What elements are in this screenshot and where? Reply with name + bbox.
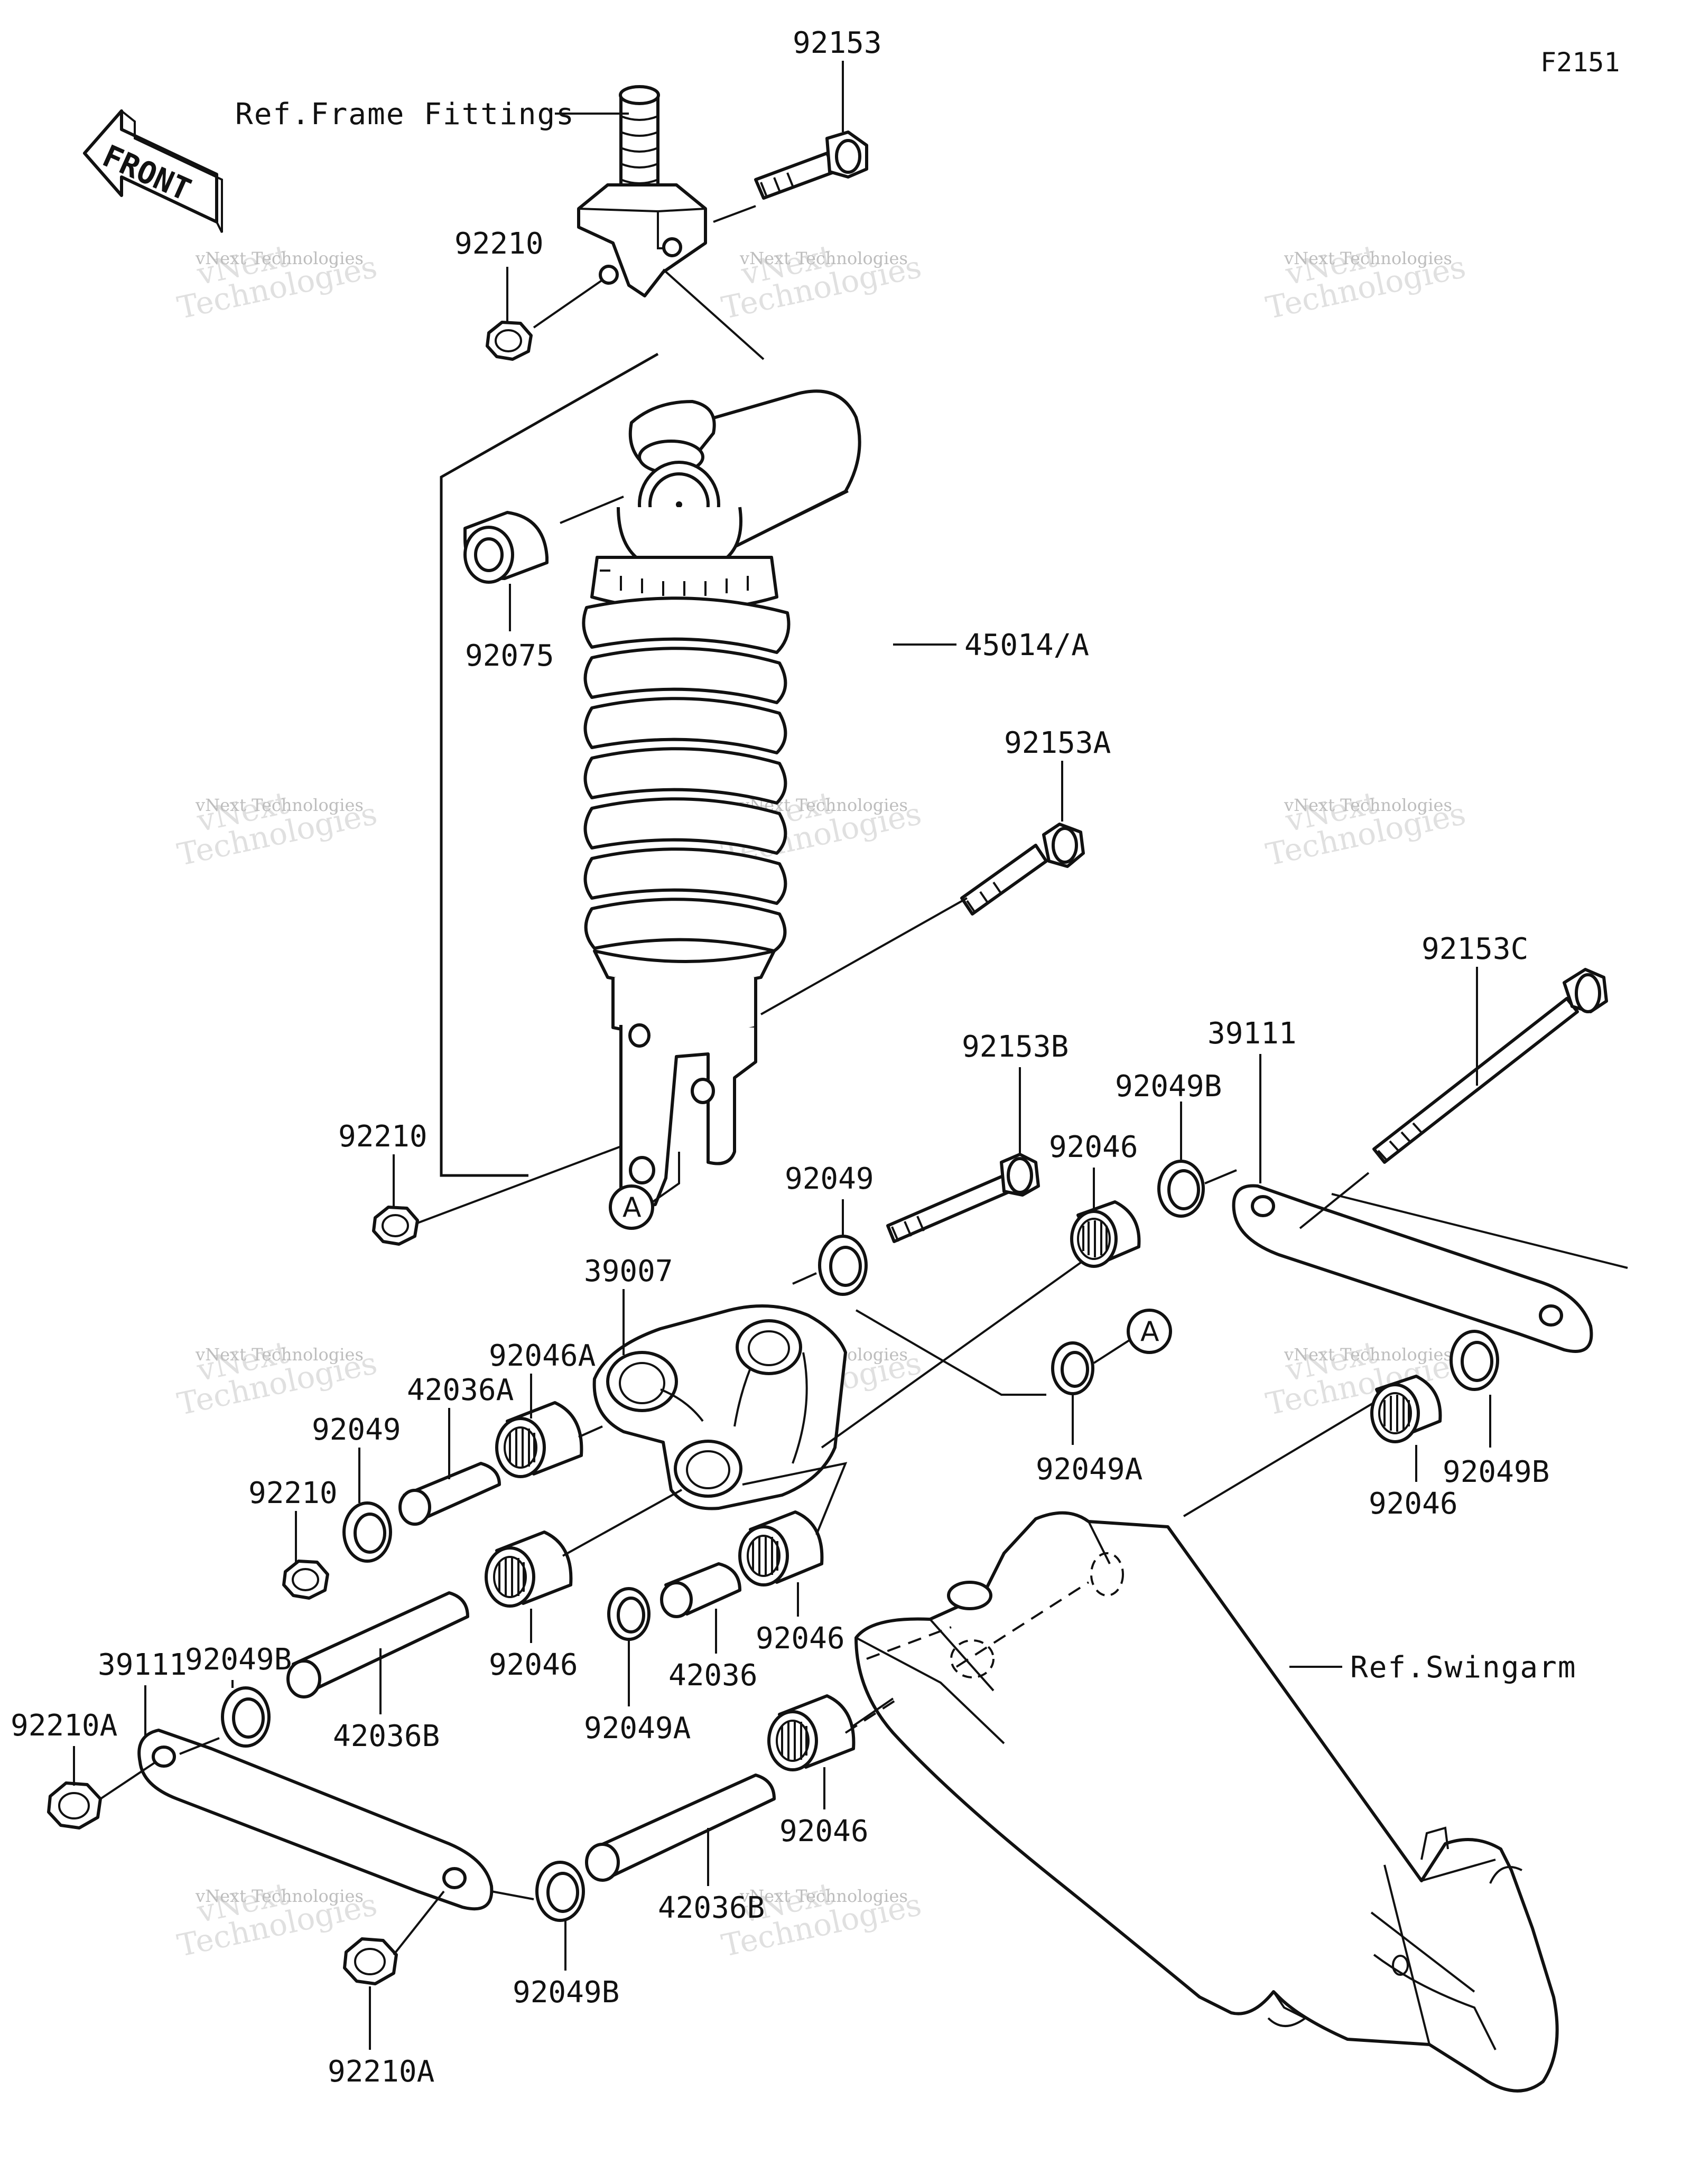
svg-text:vNext Technologies: vNext Technologies <box>195 795 364 815</box>
tie-rod-39111-left <box>137 1729 494 1911</box>
label-92046a: 92046A <box>489 1339 596 1373</box>
frame-fitting-bracket <box>577 85 707 297</box>
watermark-4: vNext Technologies vNext Technologies <box>174 785 380 873</box>
figure-code: F2151 <box>1540 47 1620 78</box>
shock-absorber-45014a <box>582 389 861 1207</box>
label-92046-right: 92046 <box>1369 1487 1458 1521</box>
front-arrow-icon: FRONT <box>83 109 223 233</box>
collar-92075 <box>463 511 549 584</box>
rocker-arm-39007 <box>592 1304 847 1510</box>
svg-text:vNext Technologies: vNext Technologies <box>195 1886 364 1906</box>
bearing-92046-lower <box>738 1510 824 1586</box>
label-92210-mid: 92210 <box>338 1119 428 1154</box>
nut-92210a-bottom <box>343 1937 398 1985</box>
bearing-92046-top <box>1070 1200 1141 1268</box>
nut-92210-top <box>486 321 533 361</box>
label-92210a-bottom: 92210A <box>328 2055 434 2089</box>
label-ref-frame-fittings: Ref.Frame Fittings <box>235 97 575 132</box>
watermark-6: vNext Technologies vNext Technologies <box>1263 785 1469 873</box>
label-92049a-center: 92049A <box>584 1711 691 1746</box>
label-92046-lower: 92046 <box>756 1621 845 1656</box>
bearing-92046a <box>495 1401 583 1478</box>
label-42036b-left: 42036B <box>333 1719 440 1753</box>
collar-42036b-bottom <box>585 1774 776 1882</box>
label-92210-top: 92210 <box>454 227 544 261</box>
watermark-7: vNext Technologies vNext Technologies <box>174 1334 380 1422</box>
bearing-92046-center <box>485 1530 573 1608</box>
label-39111-left: 39111 <box>98 1648 187 1682</box>
collar-42036a <box>398 1462 501 1526</box>
label-92153b: 92153B <box>962 1030 1069 1064</box>
label-92049b-bottom: 92049B <box>513 1975 619 2010</box>
label-92153a: 92153A <box>1004 726 1111 760</box>
seal-92049a-center <box>607 1587 651 1641</box>
pivot-axis-line <box>844 1581 1090 1734</box>
label-42036b-bottom: 42036B <box>658 1891 765 1925</box>
label-92049-mid: 92049 <box>785 1162 874 1196</box>
label-42036a: 42036A <box>407 1373 514 1407</box>
part-labels: Ref.Frame Fittings 92153 92210 92075 450… <box>11 26 1577 2089</box>
nut-92210a-left <box>47 1781 102 1830</box>
shock-bracket-box <box>440 352 659 1177</box>
seal-92049b-bottom <box>535 1861 585 1922</box>
reference-mark-a-upper: A <box>609 1184 654 1230</box>
svg-text:vNext Technologies: vNext Technologies <box>739 248 908 268</box>
label-92049b-right: 92049B <box>1443 1455 1549 1489</box>
svg-text:vNext Technologies: vNext Technologies <box>195 1345 364 1365</box>
label-92049b-left: 92049B <box>185 1642 292 1677</box>
swingarm <box>854 1511 1559 2093</box>
collar-42036b-left <box>286 1591 469 1698</box>
bolt-92153b <box>886 1153 1040 1243</box>
bolt-92153a <box>960 823 1085 916</box>
seal-92049b-top <box>1157 1160 1205 1218</box>
leader-lines <box>73 61 1628 2050</box>
svg-text:vNext Technologies: vNext Technologies <box>195 248 364 268</box>
tie-rod-39111-right <box>1232 1184 1593 1353</box>
label-92210-left: 92210 <box>248 1476 338 1510</box>
bolt-92153 <box>754 130 868 200</box>
svg-text:vNext Technologies: vNext Technologies <box>1284 795 1452 815</box>
watermark-11: vNext Technologies vNext Technologies <box>719 1875 925 1964</box>
nut-92210-left <box>282 1560 329 1600</box>
label-92075: 92075 <box>465 639 554 673</box>
label-92049-left: 92049 <box>312 1413 401 1447</box>
label-92049a-right: 92049A <box>1036 1452 1142 1487</box>
label-39111-right: 39111 <box>1207 1016 1297 1051</box>
watermark-2: vNext Technologies vNext Technologies <box>719 238 925 326</box>
label-42036: 42036 <box>668 1658 758 1693</box>
label-92046-bottom: 92046 <box>779 1814 869 1849</box>
nut-92210-mid <box>372 1206 419 1246</box>
seal-92049-mid <box>818 1235 868 1296</box>
collar-42036 <box>660 1562 741 1618</box>
reference-mark-a-lower: A <box>1127 1309 1172 1354</box>
label-92153: 92153 <box>793 26 882 60</box>
watermark-1: vNext Technologies vNext Technologies <box>174 238 380 326</box>
label-92153c: 92153C <box>1421 932 1528 966</box>
bolt-92153c <box>1372 968 1608 1164</box>
seal-92049b-left <box>221 1686 271 1748</box>
pivot-axis-line-2 <box>866 1626 952 1660</box>
svg-text:vNext Technologies: vNext Technologies <box>1284 1345 1452 1365</box>
svg-text:vNext Technologies: vNext Technologies <box>1284 248 1452 268</box>
label-92046-top: 92046 <box>1049 1130 1138 1164</box>
seal-92049a-right <box>1051 1341 1094 1395</box>
bearing-92046-bottom <box>767 1694 856 1771</box>
seal-92049-left <box>342 1501 392 1563</box>
svg-text:A: A <box>622 1192 642 1224</box>
label-45014a: 45014/A <box>964 628 1089 662</box>
seal-92049b-right <box>1450 1330 1499 1391</box>
svg-text:vNext Technologies: vNext Technologies <box>739 1886 908 1906</box>
svg-text:A: A <box>1140 1316 1159 1348</box>
label-39007: 39007 <box>584 1254 673 1289</box>
bearing-92046-right <box>1370 1375 1442 1443</box>
label-ref-swingarm: Ref.Swingarm <box>1350 1650 1577 1685</box>
label-92210a-left: 92210A <box>11 1709 117 1743</box>
label-92046-center: 92046 <box>489 1648 578 1682</box>
label-92049b-top: 92049B <box>1115 1069 1222 1104</box>
watermark-3: vNext Technologies vNext Technologies <box>1263 238 1469 326</box>
